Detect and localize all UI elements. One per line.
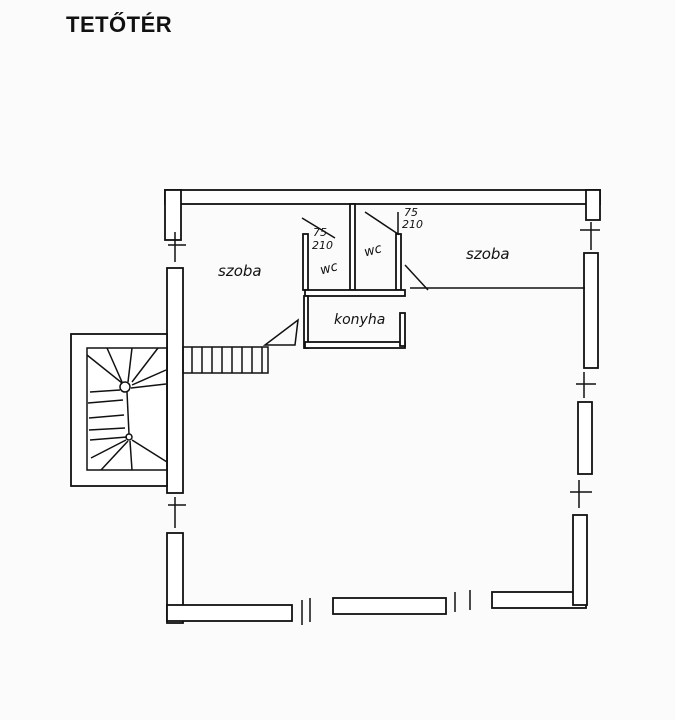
spiral-staircase xyxy=(70,333,168,487)
room-label-wc-right: wc xyxy=(363,241,384,260)
window-marks xyxy=(168,222,600,625)
straight-stairs xyxy=(182,346,269,374)
page-title: TETŐTÉR xyxy=(66,12,173,37)
room-label-szoba-left: szoba xyxy=(218,262,262,280)
room-label-konyha: konyha xyxy=(334,312,385,328)
room-label-wc-left: wc xyxy=(319,259,340,278)
room-label-szoba-right: szoba xyxy=(466,245,510,263)
door-width-left: 75 xyxy=(313,226,327,239)
door-height-left: 210 xyxy=(312,239,333,252)
door-height-right: 210 xyxy=(402,218,423,231)
interior-walls xyxy=(262,203,585,349)
door-width-right: 75 xyxy=(404,206,418,219)
